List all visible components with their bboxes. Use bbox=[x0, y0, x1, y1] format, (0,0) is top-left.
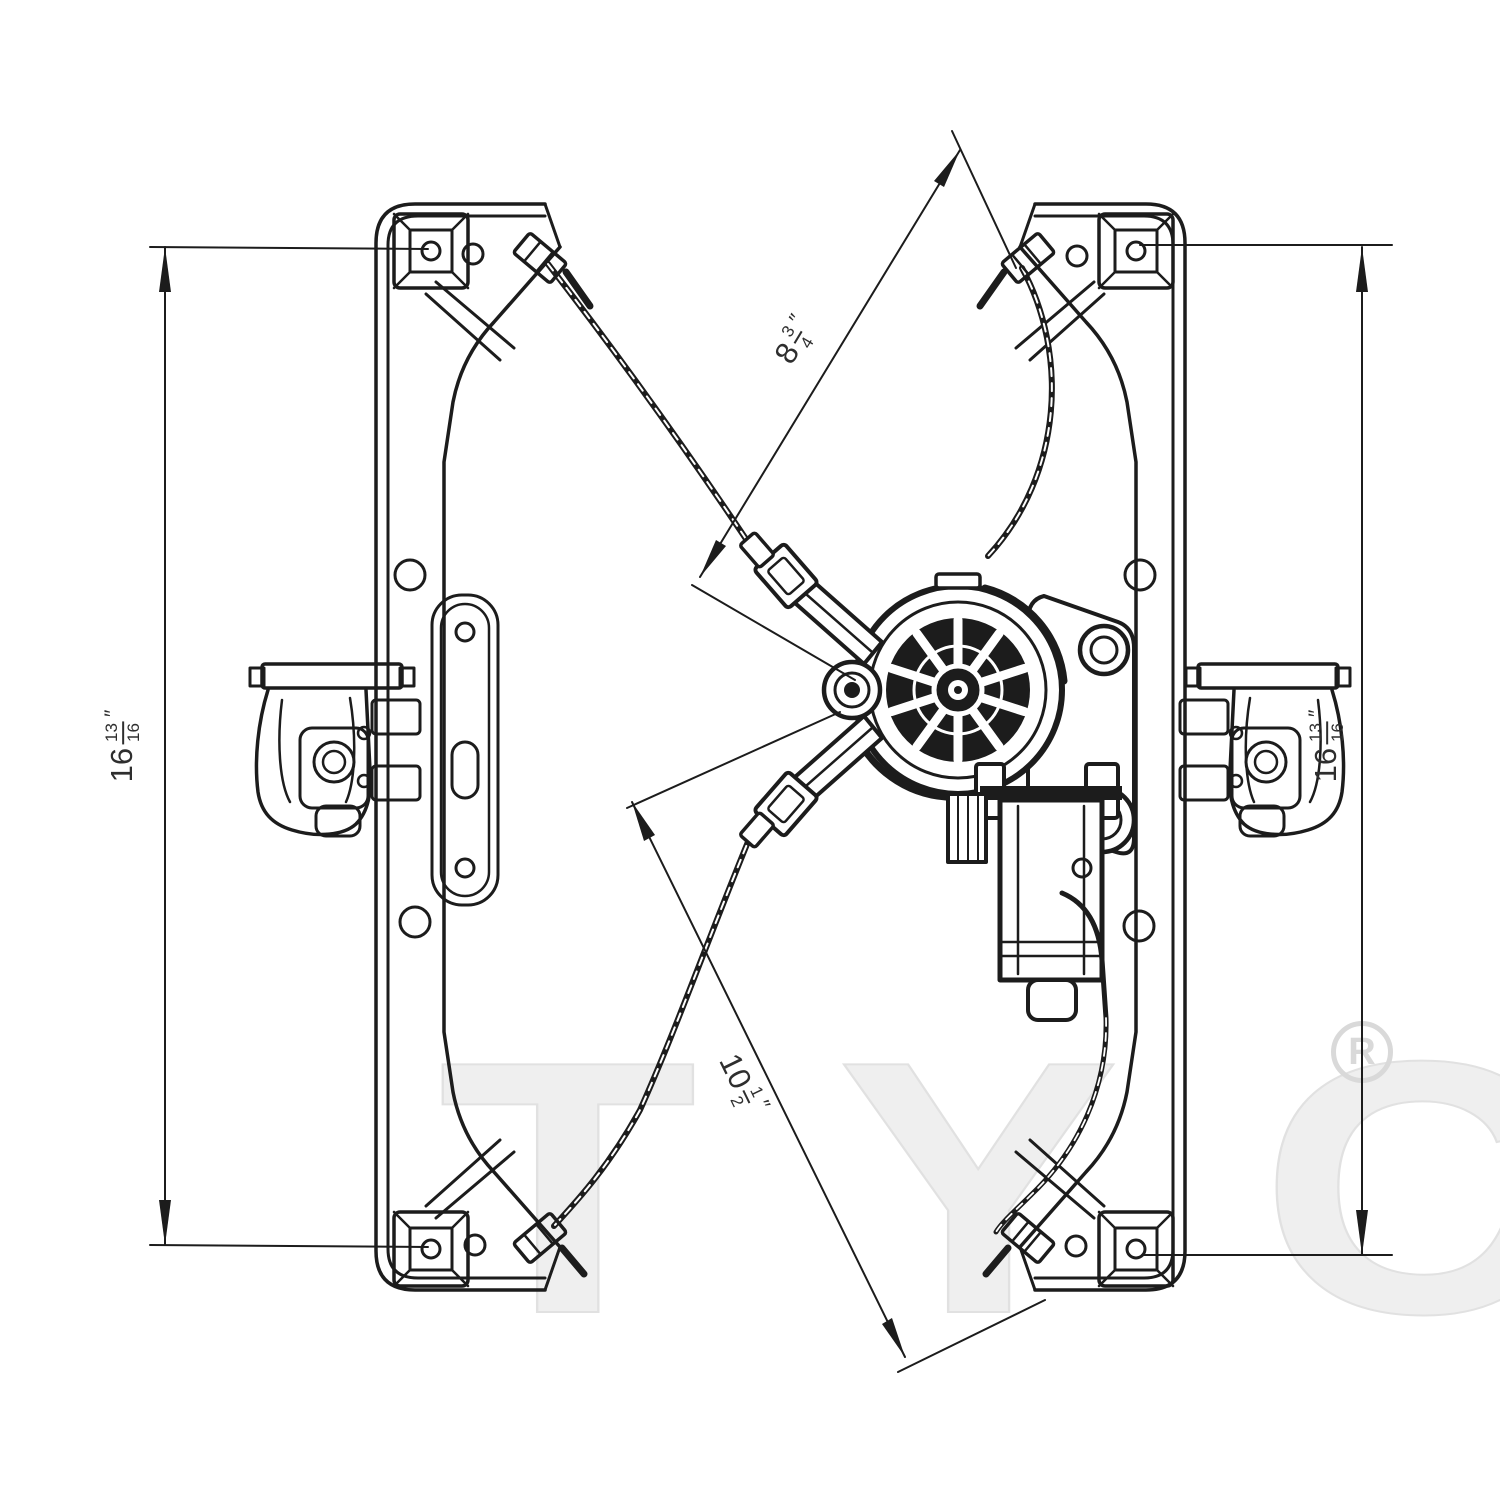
cable-end-fittings bbox=[512, 232, 1056, 1278]
lower-diagonal-dimension-line bbox=[631, 801, 906, 1358]
window-motor bbox=[946, 762, 1122, 1235]
upper-diagonal-dimension-line bbox=[699, 149, 961, 578]
drum-spokes bbox=[886, 615, 1030, 765]
bottom-left-corner-bracket bbox=[392, 1138, 516, 1288]
top-left-corner-bracket bbox=[392, 212, 516, 362]
left-rail bbox=[374, 202, 562, 1292]
dimension-lines bbox=[149, 130, 1393, 1373]
right-glass-clamp bbox=[1178, 662, 1352, 838]
watermark-brand-text: TYC bbox=[437, 987, 1500, 1389]
dimension-whole: 16 bbox=[104, 747, 140, 783]
cable-drum-assembly bbox=[739, 531, 1137, 856]
bottom-right-corner-bracket bbox=[1014, 1138, 1175, 1288]
inch-mark: ″ bbox=[101, 709, 125, 718]
dimension-whole: 16 bbox=[1308, 747, 1344, 783]
inch-mark: ″ bbox=[1305, 709, 1329, 718]
left-glass-clamp bbox=[248, 662, 422, 838]
drive-cables bbox=[545, 261, 1055, 1229]
top-right-corner-bracket bbox=[1014, 212, 1175, 362]
